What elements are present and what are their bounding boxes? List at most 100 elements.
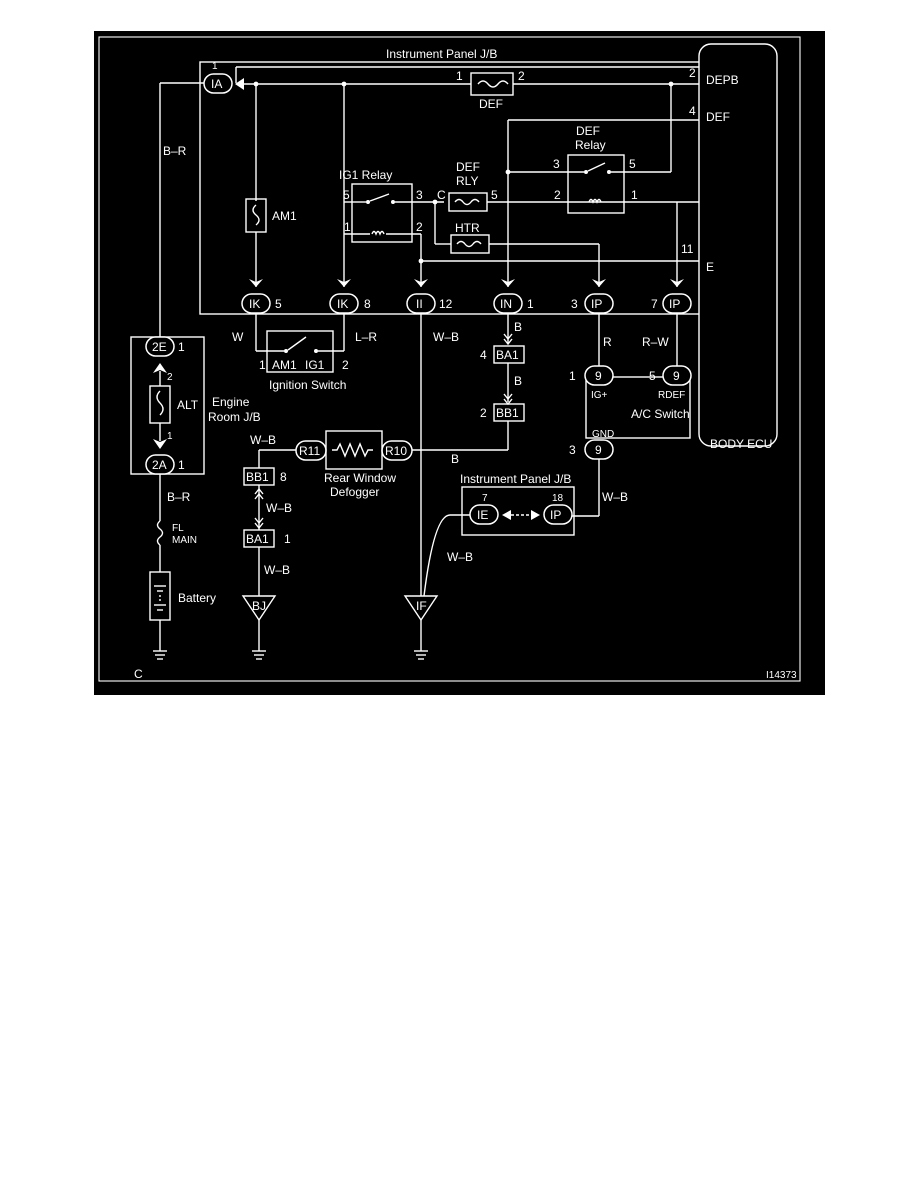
ig1-relay-box [351, 183, 413, 243]
connector-in-pin: 1 [527, 297, 534, 311]
connector-bb1-a [493, 403, 525, 422]
connector-ip-7-pin: 7 [651, 297, 658, 311]
connector-bb1-a-pin: 2 [480, 406, 487, 420]
wire-wb-gnd-label: W–B [602, 490, 628, 504]
diagram-ref-code: I14373 [766, 670, 797, 681]
def-fuse-pin-2: 2 [518, 69, 525, 83]
am1-fuse-element [252, 204, 260, 226]
connector-ik8-arrow [337, 279, 351, 287]
ig1-pin-2: 2 [416, 220, 423, 234]
connector-ii-label: II [416, 297, 423, 311]
ign-contact [284, 349, 288, 353]
ie-arrow [502, 510, 511, 520]
connector-ik-8-label: IK [337, 297, 348, 311]
ba1-b-arrow [254, 517, 264, 530]
def-relay-contact-arm [587, 162, 606, 172]
body-ecu-pin-e-num: 11 [681, 242, 694, 256]
def-relay-coil [588, 198, 602, 204]
wire-w-label: W [232, 330, 244, 344]
defogger-label-line1: Rear Window [324, 471, 396, 485]
connector-ie-pin: 7 [482, 493, 488, 504]
ba1-connector-arrow [503, 333, 513, 346]
def-rly-fuse-pin-5: 5 [491, 188, 498, 202]
connector-ac-9-c-pin: 3 [569, 443, 576, 457]
alt-label: ALT [177, 398, 199, 412]
wiring-diagram: Instrument Panel J/B DEPB 2 DEF 4 E 11 B… [94, 31, 825, 695]
second-jb-label: Instrument Panel J/B [460, 472, 571, 486]
connector-bb1-b-label: BB1 [246, 470, 269, 484]
fl-main-label-line2: MAIN [172, 535, 197, 546]
def-relay-label-line1: DEF [576, 124, 600, 138]
connector-ip7-arrow [670, 279, 684, 287]
def-relay-pin-1: 1 [631, 188, 638, 202]
alt-fusible-element [156, 390, 164, 416]
connector-2e [145, 336, 175, 357]
connector-ip-c-label: IP [550, 508, 561, 522]
htr-label: HTR [455, 221, 480, 235]
wire-br-bottom-label: B–R [167, 490, 191, 504]
wire-br-top-label: B–R [163, 144, 187, 158]
ig1-contact-arm [369, 193, 390, 202]
ia-pin: 1 [212, 61, 218, 72]
connector-ip-3-pin: 3 [571, 297, 578, 311]
instrument-panel-jb-title: Instrument Panel J/B [386, 47, 497, 61]
wire-wb-r11-label: W–B [250, 433, 276, 447]
ign-pin-1: 1 [259, 358, 266, 372]
wire-wb-ii-label: W–B [433, 330, 459, 344]
connector-ac-9-b-pin: 5 [649, 369, 656, 383]
defogger-resistor [332, 442, 373, 458]
connector-ip-7-label: IP [669, 297, 680, 311]
connector-ac-9-a [584, 365, 614, 386]
ign-contact [314, 349, 318, 353]
def-rly-fuse-element [454, 198, 480, 206]
rear-window-defogger-box [325, 430, 383, 470]
connector-ba1-b-label: BA1 [246, 532, 269, 546]
connector-ip3-arrow [592, 279, 606, 287]
alt-pin-top: 2 [167, 372, 173, 383]
body-ecu-box [698, 43, 778, 447]
wiring-diagram-svg: Instrument Panel J/B DEPB 2 DEF 4 E 11 B… [98, 36, 801, 682]
htr-fuse-element [456, 240, 482, 248]
connector-ia-arrow [235, 78, 244, 90]
ig1-contact [391, 200, 395, 204]
connector-in-arrow [501, 279, 515, 287]
battery-label: Battery [178, 591, 216, 605]
ground-bj-label: BJ [252, 599, 266, 613]
body-ecu-pin-def-label: DEF [706, 110, 730, 124]
connector-ie-label: IE [477, 508, 488, 522]
connector-ii-pin: 12 [439, 297, 453, 311]
ac-rdef-label: RDEF [658, 390, 685, 401]
wire-b-r10-label: B [451, 452, 459, 466]
ig1-contact [366, 200, 370, 204]
fl-main-fusible [156, 520, 164, 546]
diagram-border [98, 36, 801, 682]
connector-bb1-a-label: BB1 [496, 406, 519, 420]
connector-ii-arrow [414, 279, 428, 287]
def-fuse-element [477, 80, 509, 88]
def-relay-contact [584, 170, 588, 174]
wire-r-label: R [603, 335, 612, 349]
connector-ac-9-a-pin: 1 [569, 369, 576, 383]
engine-room-jb-label-line1: Engine [212, 395, 250, 409]
wire-wb-ba1-label: W–B [264, 563, 290, 577]
body-ecu-pin-depb-num: 2 [689, 66, 696, 80]
junction-dot [668, 81, 674, 87]
def-rly-label-line1: DEF [456, 160, 480, 174]
connector-ac-9-b [662, 365, 692, 386]
def-relay-pin-2: 2 [554, 188, 561, 202]
alt-bottom-arrow [153, 439, 167, 449]
def-relay-pin-5: 5 [629, 157, 636, 171]
ig1-pin-3: 3 [416, 188, 423, 202]
wire-b-in-label: B [514, 320, 522, 334]
ign-pin-2: 2 [342, 358, 349, 372]
ign-contact-arm [287, 336, 307, 351]
wire-wb-if [423, 514, 470, 597]
wire-wb-bb1-label: W–B [266, 501, 292, 515]
body-ecu-pin-def-num: 4 [689, 104, 696, 118]
connector-ac-9-b-label: 9 [673, 369, 680, 383]
ac-switch-box [585, 376, 691, 439]
connector-ip-c-pin: 18 [552, 493, 564, 504]
connector-ik-8-pin: 8 [364, 297, 371, 311]
ground-if-label: IF [416, 599, 427, 613]
def-rly-fuse [448, 192, 488, 212]
